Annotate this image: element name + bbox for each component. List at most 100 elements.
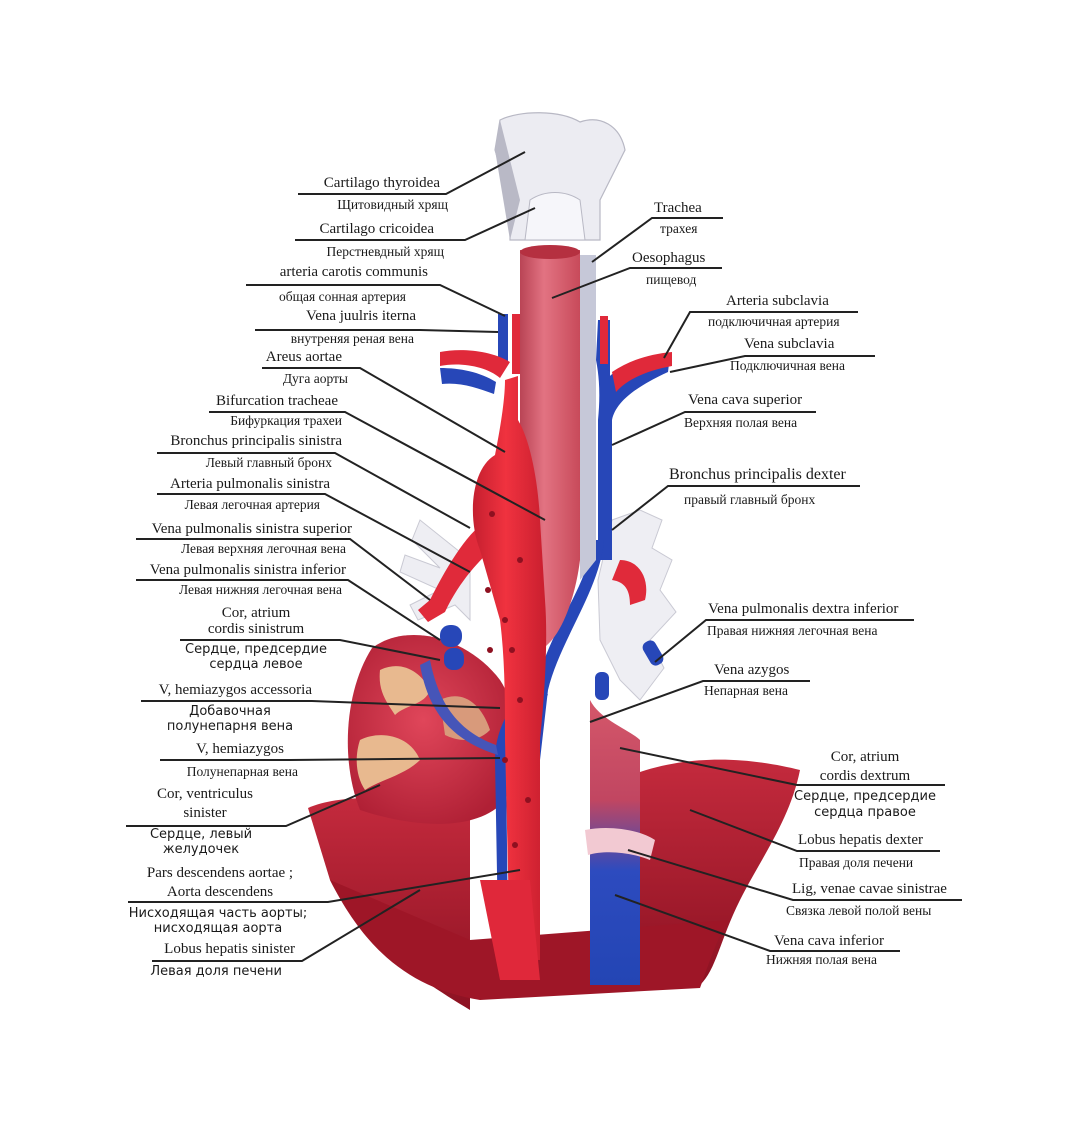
label-hemiazygos-lat: V, hemiazygos xyxy=(195,741,284,757)
descending-aorta-front xyxy=(480,880,540,980)
label-vena-cava-inf-lat: Vena cava inferior xyxy=(774,933,884,949)
label-oesophagus-lat: Oesophagus xyxy=(632,250,706,266)
label-arteria-carotis-rus: общая сонная артерия xyxy=(279,289,406,304)
leader-vena-pulm-dex-inf xyxy=(654,619,914,663)
label-vena-jugularis-lat: Vena juulris iterna xyxy=(306,308,416,324)
label-arteria-subclavia-rus: подключичная артерия xyxy=(708,314,840,329)
left-subclavian-artery xyxy=(440,350,510,378)
leader-vena-subclavia xyxy=(669,355,875,373)
right-pulm-artery xyxy=(612,560,647,605)
label-vena-jugularis-rus: внутреняя реная вена xyxy=(290,331,414,346)
leader-arcus-aortae xyxy=(262,367,506,453)
leader-cor-atrium-sin xyxy=(180,639,441,661)
label-cor-atrium-dex-lat2: cordis dextrum xyxy=(819,768,911,784)
leader-vena-cava-sup xyxy=(611,411,816,446)
label-aorta-desc-rus1: Нисходящая часть аорты; xyxy=(128,906,308,921)
left-jugular-vein xyxy=(498,314,508,364)
label-hemiazygos-acc-lat: V, hemiazygos accessoria xyxy=(158,682,312,698)
leader-lines-right xyxy=(551,217,962,952)
label-vena-pulm-sin-sup-lat: Vena pulmonalis sinistra superior xyxy=(151,521,352,537)
label-bronchus-dex-lat: Bronchus principalis dexter xyxy=(669,466,846,483)
heart-fat-2 xyxy=(356,735,420,790)
label-cor-atrium-sin-rus1: Сердце, предсердие xyxy=(185,642,327,657)
label-trachea-lat: Trachea xyxy=(654,200,702,216)
leader-bronchus-dex xyxy=(611,485,860,531)
leader-vena-pulm-sin-inf xyxy=(136,579,441,641)
leader-cor-atrium-dex xyxy=(619,747,945,786)
label-vena-cava-sup-rus: Верхняя полая вена xyxy=(684,415,798,430)
left-pulm-vein-inf xyxy=(444,648,464,670)
label-cartilago-cricoidea-rus: Перстневдный хрящ xyxy=(326,244,444,259)
label-lig-venae-rus: Связка левой полой вены xyxy=(786,903,932,918)
right-subclavian-artery xyxy=(612,352,672,392)
label-bronchus-dex-rus: правый главный бронх xyxy=(684,492,816,507)
label-hemiazygos-acc-rus1: Добавочная xyxy=(189,704,271,719)
leader-lobus-sin xyxy=(152,889,421,962)
label-cartilago-thyroidea-lat: Cartilago thyroidea xyxy=(323,175,440,191)
left-subclavian-vein xyxy=(440,368,496,394)
right-carotid xyxy=(600,316,608,364)
heart-fat-1 xyxy=(379,666,430,715)
left-pulm-vein-sup xyxy=(440,625,462,647)
leader-cartilago-cricoidea xyxy=(295,207,536,241)
leader-bifurcation xyxy=(209,411,546,521)
label-bifurcation-lat: Bifurcation tracheae xyxy=(215,393,338,409)
label-cartilago-thyroidea-rus: Щитовидный хрящ xyxy=(337,197,448,212)
label-vena-pulm-sin-inf-rus: Левая нижняя легочная вена xyxy=(178,582,342,597)
label-cor-atrium-dex-rus1: Сердце, предсердие xyxy=(794,789,936,804)
label-arteria-pulm-sin-rus: Левая легочная артерия xyxy=(184,497,320,512)
label-ventriculus-sin-lat1: Cor, ventriculus xyxy=(156,786,254,802)
label-cor-atrium-sin-rus2: сердца левое xyxy=(209,657,303,672)
leader-lig-venae xyxy=(627,849,962,901)
leader-vena-pulm-sin-sup xyxy=(136,538,431,601)
label-lobus-sin-lat: Lobus hepatis sinister xyxy=(164,941,295,957)
label-cartilago-cricoidea-lat: Cartilago cricoidea xyxy=(319,221,434,237)
label-cor-atrium-dex-lat1: Cor, atrium xyxy=(830,749,900,765)
label-arteria-carotis-lat: arteria carotis communis xyxy=(279,264,428,280)
label-bronchus-sin-rus: Левый главный бронх xyxy=(205,455,332,470)
leader-hemiazygos xyxy=(160,757,501,761)
leader-trachea xyxy=(591,217,723,263)
label-aorta-desc-rus2: нисходящая аорта xyxy=(153,921,283,936)
hemiazygos-acc xyxy=(420,660,498,755)
label-vena-cava-sup-lat: Vena cava superior xyxy=(688,392,803,408)
label-vena-pulm-sin-sup-rus: Левая верхняя легочная вена xyxy=(180,541,346,556)
thyroid-cartilage xyxy=(494,112,626,241)
label-vena-pulm-dex-inf-lat: Vena pulmonalis dextra inferior xyxy=(708,601,899,617)
label-vena-azygos-rus: Непарная вена xyxy=(704,683,789,698)
leader-arteria-pulm-sin xyxy=(157,493,471,573)
leader-cartilago-thyroidea xyxy=(298,151,526,195)
leader-arteria-subclavia xyxy=(663,311,858,359)
label-bronchus-sin-lat: Bronchus principalis sinistra xyxy=(170,433,342,449)
leader-vena-jugularis xyxy=(255,329,499,333)
label-vena-azygos-lat: Vena azygos xyxy=(714,662,790,678)
label-cor-atrium-sin-lat1: Cor, atrium xyxy=(221,605,291,621)
label-cor-atrium-sin-lat2: cordis sinistrum xyxy=(207,621,305,637)
aortic-arch xyxy=(472,376,547,960)
label-vena-cava-inf-rus: Нижняя полая вена xyxy=(766,952,877,967)
cartilage-shade xyxy=(495,120,520,240)
label-aorta-desc-lat2: Aorta descendens xyxy=(166,884,274,900)
trachea-top xyxy=(520,245,580,259)
label-vena-subclavia-lat: Vena subclavia xyxy=(744,336,835,352)
leader-aorta-desc xyxy=(128,869,521,903)
leader-hemiazygos-acc xyxy=(141,700,501,709)
label-arcus-aortae-rus: Дуга аорты xyxy=(282,371,348,386)
label-hemiazygos-acc-rus2: полунепарня вена xyxy=(166,719,294,734)
label-aorta-desc-lat1: Pars descendens aortae ; xyxy=(146,865,294,881)
right-pulm-vein-2 xyxy=(595,672,609,700)
label-cor-atrium-dex-rus2: сердца правое xyxy=(814,805,916,820)
label-vena-subclavia-rus: Подключичная вена xyxy=(730,358,845,373)
label-ventriculus-sin-lat2: sinister xyxy=(183,805,227,821)
label-hemiazygos-rus: Полунепарная вена xyxy=(186,764,298,779)
label-lig-venae-lat: Lig, venae cavae sinistrae xyxy=(792,881,947,897)
left-pulm-artery xyxy=(418,520,496,622)
oesophagus xyxy=(580,255,596,580)
leader-lines-left xyxy=(126,151,546,962)
label-ventriculus-sin-rus2: желудочек xyxy=(162,842,240,857)
right-bronchi xyxy=(597,509,677,701)
label-arteria-subclavia-lat: Arteria subclavia xyxy=(726,293,829,309)
label-trachea-rus: трахея xyxy=(660,221,698,236)
label-arcus-aortae-lat: Areus aortae xyxy=(265,349,342,365)
